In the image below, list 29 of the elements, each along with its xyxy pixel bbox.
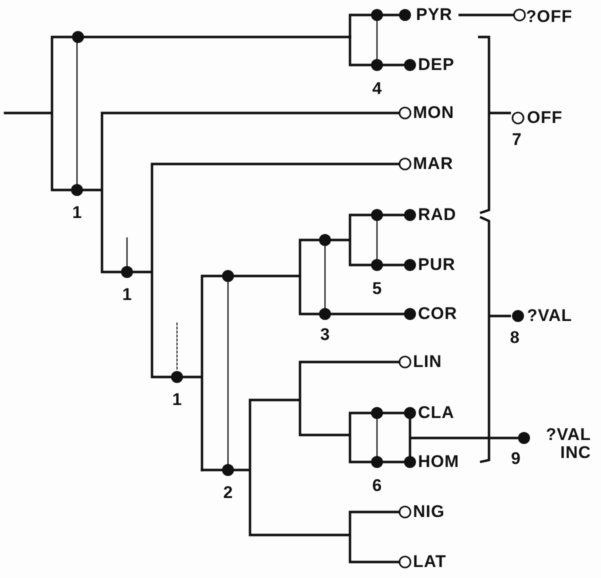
node-number: 2 [223,484,233,502]
taxon-label: HOM [418,453,460,471]
taxon-label: NIG [413,503,445,521]
taxon-label: ?OFF [526,8,572,26]
character-number: 9 [511,450,520,468]
taxon-label: MAR [413,155,454,173]
character-number: 8 [510,329,520,347]
connector-line [458,8,526,22]
taxon-label: COR [418,305,458,323]
taxon-label: OFF [527,109,562,127]
node-number: 5 [372,280,382,298]
taxon-label: PYR [416,6,452,24]
taxon-label: PUR [418,256,456,274]
taxon-label: LIN [413,353,442,371]
character-number: 7 [512,131,522,149]
node-number: 6 [372,477,382,495]
connector-line [410,432,530,444]
node-number: 1 [172,391,182,409]
taxon-label: CLA [418,404,454,422]
taxon-label: RAD [418,206,456,224]
taxon-label: ?VAL INC [527,426,591,462]
taxon-label: ?VAL [527,307,572,325]
node-number: 3 [320,326,330,344]
taxon-label: DEP [418,56,454,74]
taxon-label: LAT [413,553,446,571]
node-number: 4 [372,80,382,98]
node-number: 1 [72,204,82,222]
taxon-label: MON [413,104,454,122]
node-number: 1 [122,286,132,304]
